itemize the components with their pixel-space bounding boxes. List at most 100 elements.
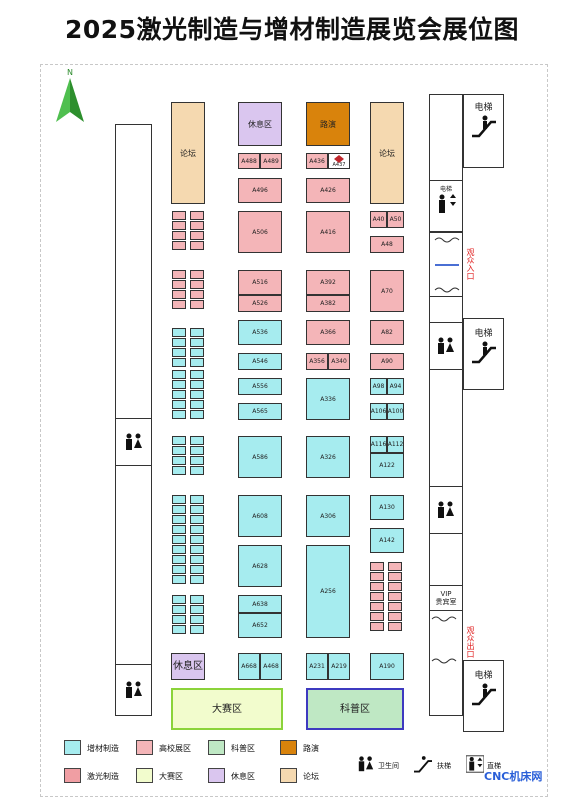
booth-a142: A142: [370, 528, 404, 553]
col1-small-booth: [172, 565, 186, 574]
col1-small-booth: [172, 410, 186, 419]
escalator-legend-icon: [414, 756, 432, 773]
col1-small-booth: [190, 625, 204, 634]
col1-small-booth: [190, 338, 204, 347]
legend-label: 休息区: [231, 772, 255, 781]
booth-a306: A306: [306, 495, 350, 537]
lift-small-label: 电梯: [439, 186, 452, 193]
booth-a130: A130: [370, 495, 404, 520]
legend-swatch: [136, 768, 153, 783]
elevator-mid: 电梯: [463, 318, 504, 390]
booth-a40: A40: [370, 211, 387, 228]
rest-area-bottom: 休息区: [171, 653, 205, 680]
legend-restroom: 卫生间: [378, 762, 399, 770]
hall-outline: [40, 64, 548, 797]
escalator-icon: [471, 115, 496, 138]
booth-a565: A565: [238, 403, 282, 420]
col1-small-booth: [190, 535, 204, 544]
restroom-right-1: [429, 322, 463, 370]
col1-small-booth: [190, 565, 204, 574]
booth-a668: A668: [238, 653, 260, 680]
col4-small-booth: [388, 622, 402, 631]
col1-small-booth: [190, 370, 204, 379]
col1-small-booth: [172, 231, 186, 240]
col1-small-booth: [172, 605, 186, 614]
booth-a392: A392: [306, 270, 350, 295]
col1-small-booth: [172, 328, 186, 337]
forum-left: 论坛: [171, 102, 205, 204]
col1-small-booth: [172, 290, 186, 299]
col1-small-booth: [172, 348, 186, 357]
restroom-right-2: [429, 486, 463, 534]
booth-a608: A608: [238, 495, 282, 537]
roadshow-area: 路演: [306, 102, 350, 146]
booth-a336: A336: [306, 378, 350, 420]
col4-small-booth: [388, 602, 402, 611]
booth-a116: A116: [370, 436, 387, 453]
legend-label: 增材制造: [87, 744, 119, 753]
col1-small-booth: [190, 595, 204, 604]
col1-small-booth: [190, 605, 204, 614]
booth-a638: A638: [238, 595, 282, 613]
booth-a50: A50: [387, 211, 404, 228]
col1-small-booth: [172, 300, 186, 309]
col1-small-booth: [190, 555, 204, 564]
col1-small-booth: [190, 280, 204, 289]
north-label: N: [67, 68, 73, 77]
elevator-top-label: 电梯: [474, 103, 493, 113]
restroom-icon: [125, 433, 142, 450]
col4-small-booth: [388, 592, 402, 601]
booth-a82: A82: [370, 320, 404, 345]
col1-small-booth: [190, 400, 204, 409]
booth-a652: A652: [238, 613, 282, 638]
col1-small-booth: [190, 466, 204, 475]
entrance-label: 观众入口: [466, 248, 475, 280]
col1-small-booth: [172, 615, 186, 624]
col1-small-booth: [172, 625, 186, 634]
legend-swatch: [64, 768, 81, 783]
page-title: 2025激光制造与增材制造展览会展位图: [64, 15, 520, 44]
booth-a506: A506: [238, 211, 282, 253]
legend-swatch: [208, 768, 225, 783]
col1-small-booth: [190, 390, 204, 399]
col1-small-booth: [172, 545, 186, 554]
legend-swatch: [280, 740, 297, 755]
col4-small-booth: [388, 562, 402, 571]
col1-small-booth: [172, 575, 186, 584]
restroom-icon: [438, 337, 454, 354]
col4-small-booth: [388, 612, 402, 621]
booth-a106: A106: [370, 403, 387, 420]
col1-small-booth: [190, 525, 204, 534]
booth-a70: A70: [370, 270, 404, 312]
col1-small-booth: [172, 515, 186, 524]
col1-small-booth: [172, 241, 186, 250]
booth-a468: A468: [260, 653, 282, 680]
col1-small-booth: [172, 466, 186, 475]
col1-small-booth: [172, 555, 186, 564]
legend-swatch: [136, 740, 153, 755]
booth-a516: A516: [238, 270, 282, 295]
elevator-bottom-label: 电梯: [474, 671, 493, 681]
left-restroom-block-1: [115, 418, 152, 466]
col1-small-booth: [172, 221, 186, 230]
booth-a326: A326: [306, 436, 350, 478]
col1-small-booth: [190, 348, 204, 357]
col1-small-booth: [190, 456, 204, 465]
restroom-legend-icon: [358, 756, 374, 772]
booth-a100: A100: [387, 403, 404, 420]
escalator-icon: [471, 683, 496, 706]
col1-small-booth: [172, 380, 186, 389]
restroom-icon: [125, 681, 142, 698]
col1-small-booth: [172, 456, 186, 465]
rest-area-top: 休息区: [238, 102, 282, 146]
col1-small-booth: [190, 300, 204, 309]
booth-a437: A437: [328, 153, 350, 169]
exit-gate-icon: [431, 616, 457, 664]
legend-label: 科普区: [231, 744, 255, 753]
booth-a48: A48: [370, 236, 404, 253]
col1-small-booth: [190, 436, 204, 445]
col1-small-booth: [190, 358, 204, 367]
forum-right: 论坛: [370, 102, 404, 204]
booth-a122: A122: [370, 453, 404, 478]
university-logo-icon: [334, 154, 344, 163]
